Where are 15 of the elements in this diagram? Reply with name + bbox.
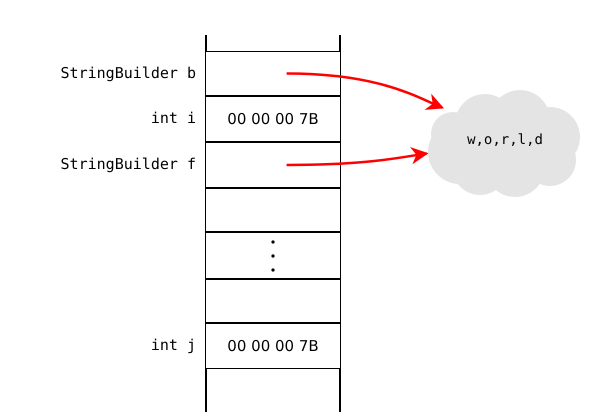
pointer-arrow xyxy=(286,72,444,110)
memory-cell: 00 00 00 7B xyxy=(205,96,341,142)
empty-memory-cell xyxy=(205,232,341,279)
empty-memory-cell xyxy=(205,279,341,323)
empty-memory-cell xyxy=(205,142,341,188)
variable-label: StringBuilder b xyxy=(60,64,196,82)
variable-label: int i xyxy=(150,109,196,127)
memory-cell: 00 00 00 7B xyxy=(205,323,341,369)
empty-memory-cell xyxy=(205,188,341,232)
variable-label: StringBuilder f xyxy=(60,155,196,173)
cloud-label: w,o,r,l,d xyxy=(466,132,544,148)
variable-label: int j xyxy=(150,336,196,354)
pointer-arrow xyxy=(286,147,428,166)
empty-memory-cell xyxy=(205,51,341,96)
cloud-shape xyxy=(428,90,580,197)
